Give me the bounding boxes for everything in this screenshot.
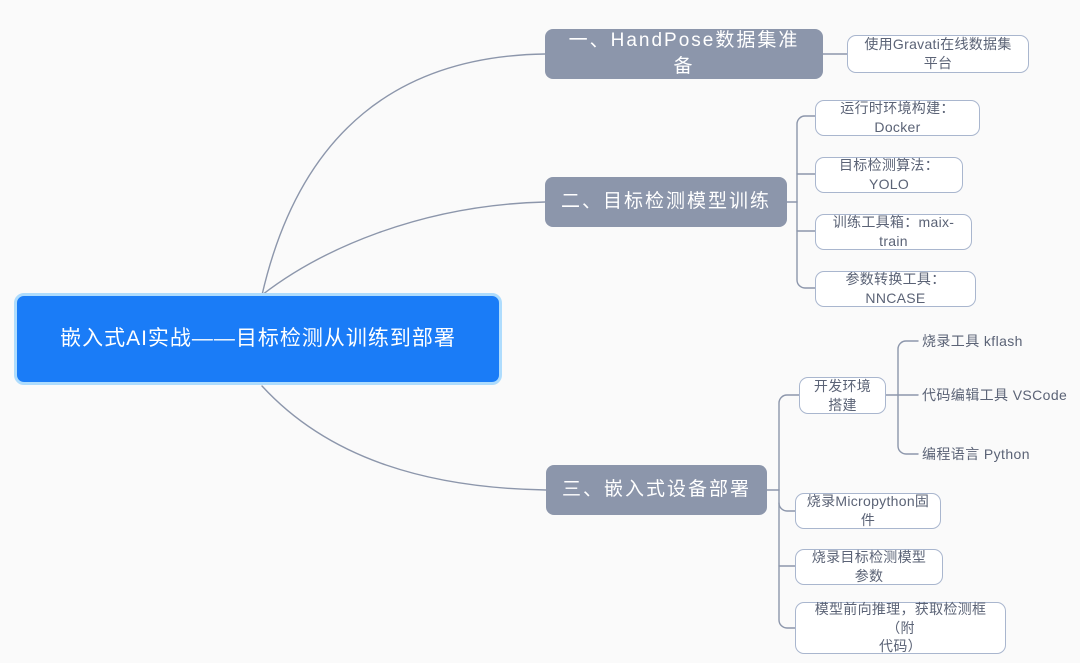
leaf-node-flash-model-params[interactable]: 烧录目标检测模型参数 <box>795 549 943 585</box>
leaf-node-kflash-tool[interactable]: 烧录工具 kflash <box>922 332 1023 349</box>
leaf-node-nncase-converter[interactable]: 参数转换工具：NNCASE <box>815 271 976 307</box>
branch-node-1[interactable]: 一、HandPose数据集准备 <box>545 29 823 79</box>
edge-branch2-trunk-lower <box>796 201 816 289</box>
edge-devenv-trunk-up <box>897 340 919 396</box>
edge-branch3-rib-2 <box>778 502 796 512</box>
leaf-node-model-inference-detection-box[interactable]: 模型前向推理，获取检测框（附 代码） <box>795 601 1006 654</box>
leaf-node-maix-train[interactable]: 训练工具箱：maix-train <box>815 214 972 250</box>
edge-root-to-branch-3 <box>261 385 547 491</box>
leaf-node-docker-runtime[interactable]: 运行时环境构建：Docker <box>815 100 980 136</box>
branch-node-2[interactable]: 二、目标检测模型训练 <box>545 177 787 227</box>
branch-node-3[interactable]: 三、嵌入式设备部署 <box>546 465 767 515</box>
edge-branch2-trunk <box>796 115 816 203</box>
leaf-node-gravati-platform[interactable]: 使用Gravati在线数据集平台 <box>847 35 1029 73</box>
edge-root-to-branch-2 <box>261 201 546 296</box>
leaf-node-dev-environment-setup[interactable]: 开发环境搭建 <box>799 377 886 414</box>
edge-devenv-trunk-down <box>897 394 919 455</box>
leaf-node-python-language[interactable]: 编程语言 Python <box>922 445 1030 462</box>
edge-branch3-trunk-down <box>778 489 796 629</box>
leaf-node-yolo-algorithm[interactable]: 目标检测算法：YOLO <box>815 157 963 193</box>
root-node[interactable]: 嵌入式AI实战——目标检测从训练到部署 <box>14 293 502 385</box>
leaf-node-flash-micropython-firmware[interactable]: 烧录Micropython固件 <box>795 493 941 529</box>
leaf-node-vscode-editor[interactable]: 代码编辑工具 VSCode <box>922 386 1068 403</box>
edge-root-to-branch-1 <box>261 53 546 296</box>
edge-branch3-trunk-up <box>778 394 800 491</box>
